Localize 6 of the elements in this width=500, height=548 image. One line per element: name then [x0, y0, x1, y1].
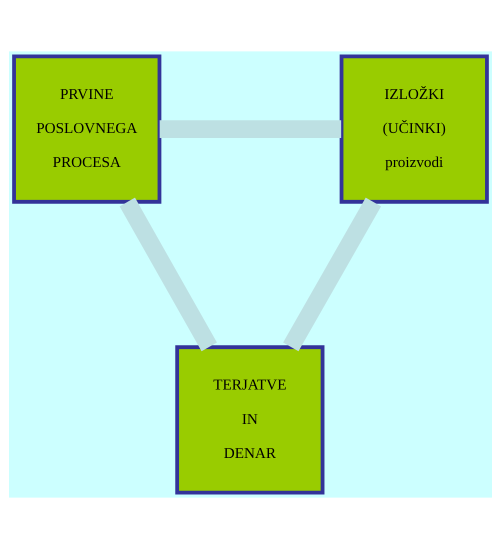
connector [159, 120, 341, 138]
connector [119, 197, 216, 351]
node-box: IZLOŽKI (UČINKI) proizvodi [339, 54, 488, 204]
node-box: TERJATVE IN DENAR [174, 344, 324, 494]
node-box: PRVINE POSLOVNEGA PROCESA [12, 54, 161, 204]
connector [282, 197, 381, 351]
